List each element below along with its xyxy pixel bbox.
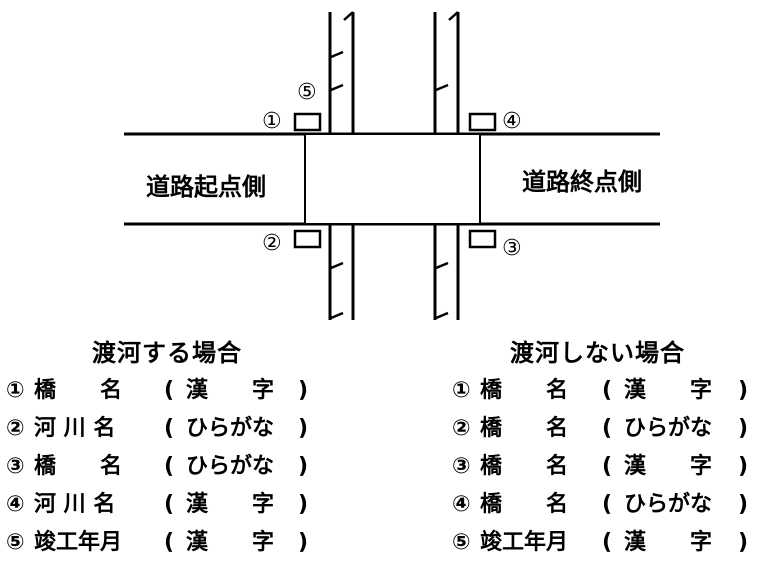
bridge-deck	[304, 133, 481, 225]
item-number: ①	[452, 378, 471, 403]
marker-5: ⑤	[297, 80, 317, 105]
legend-row: ③ 橋 名 ( 漢 字 )	[452, 448, 768, 486]
legend-row: ① 橋 名 ( 漢 字 )	[6, 372, 366, 410]
marker-1: ①	[262, 109, 282, 134]
flow-mark	[435, 83, 449, 92]
flow-mark	[435, 311, 449, 320]
item-label: 河 川 名	[34, 416, 116, 441]
item-label: 竣工年月	[480, 530, 569, 555]
item-value: 漢 字	[186, 530, 275, 555]
flow-mark	[330, 261, 344, 270]
item-value: 漢 字	[624, 530, 713, 555]
not-crossing-river-legend: 渡河しない場合 ① 橋 名 ( 漢 字 ) ② 橋 名 ( ひらがな ) ③ 橋…	[452, 334, 768, 562]
item-number: ⑤	[6, 530, 25, 555]
item-value: ひらがな	[186, 416, 275, 441]
paren-close: )	[298, 492, 309, 517]
item-label: 橋 名	[34, 454, 123, 479]
nameplate-4	[468, 112, 497, 132]
paren-open: (	[602, 416, 613, 441]
item-label: 橋 名	[34, 378, 123, 403]
item-label: 河 川 名	[34, 492, 116, 517]
paren-close: )	[738, 416, 749, 441]
item-value: 漢 字	[624, 378, 713, 403]
legend-row: ④ 橋 名 ( ひらがな )	[452, 486, 768, 524]
item-number: ④	[6, 492, 25, 517]
flow-mark	[448, 11, 459, 21]
paren-close: )	[298, 530, 309, 555]
item-number: ②	[6, 416, 25, 441]
nameplates	[293, 112, 497, 249]
road-end-label: 道路終点側	[522, 168, 642, 196]
paren-close: )	[298, 378, 309, 403]
legend-row: ⑤ 竣工年月 ( 漢 字 )	[6, 524, 366, 562]
item-value: 漢 字	[186, 378, 275, 403]
item-number: ③	[452, 454, 471, 479]
flow-mark	[330, 311, 344, 320]
legend-row: ① 橋 名 ( 漢 字 )	[452, 372, 768, 410]
river-banks	[328, 12, 460, 320]
item-number: ①	[6, 378, 25, 403]
paren-open: (	[164, 530, 175, 555]
paren-close: )	[738, 378, 749, 403]
paren-open: (	[602, 492, 613, 517]
crossing-river-title: 渡河する場合	[92, 339, 242, 367]
item-label: 橋 名	[480, 378, 569, 403]
item-value: 漢 字	[624, 454, 713, 479]
item-value: ひらがな	[186, 454, 275, 479]
marker-3: ③	[502, 236, 522, 261]
paren-close: )	[298, 454, 309, 479]
legend-row: ⑤ 竣工年月 ( 漢 字 )	[452, 524, 768, 562]
item-label: 竣工年月	[34, 530, 123, 555]
nameplate-2	[293, 229, 322, 249]
paren-open: (	[602, 378, 613, 403]
paren-open: (	[164, 378, 175, 403]
legend-row: ② 河 川 名 ( ひらがな )	[6, 410, 366, 448]
item-number: ③	[6, 454, 25, 479]
road-start-label: 道路起点側	[146, 173, 266, 201]
item-label: 橋 名	[480, 492, 569, 517]
flow-mark	[343, 11, 354, 21]
river-flow-marks	[330, 11, 459, 320]
paren-close: )	[738, 454, 749, 479]
not-crossing-river-title: 渡河しない場合	[510, 339, 685, 367]
item-value: 漢 字	[186, 492, 275, 517]
nameplate-3	[468, 229, 497, 249]
flow-mark	[435, 261, 449, 270]
item-value: ひらがな	[624, 492, 713, 517]
paren-close: )	[738, 492, 749, 517]
legend-row: ② 橋 名 ( ひらがな )	[452, 410, 768, 448]
bridge-diagram: ① ⑤ ④ ② ③ 道路起点側 道路終点側	[124, 11, 660, 320]
paren-close: )	[298, 416, 309, 441]
item-label: 橋 名	[480, 416, 569, 441]
paren-open: (	[164, 416, 175, 441]
paren-close: )	[738, 530, 749, 555]
paren-open: (	[164, 454, 175, 479]
item-value: ひらがな	[624, 416, 713, 441]
item-number: ④	[452, 492, 471, 517]
paren-open: (	[602, 454, 613, 479]
item-number: ⑤	[452, 530, 471, 555]
item-number: ②	[452, 416, 471, 441]
nameplate-1	[293, 112, 322, 132]
marker-2: ②	[262, 231, 282, 256]
crossing-river-legend: 渡河する場合 ① 橋 名 ( 漢 字 ) ② 河 川 名 ( ひらがな ) ③ …	[6, 334, 366, 562]
paren-open: (	[164, 492, 175, 517]
legend-row: ④ 河 川 名 ( 漢 字 )	[6, 486, 366, 524]
flow-mark	[330, 83, 344, 92]
flow-mark	[330, 50, 344, 59]
item-label: 橋 名	[480, 454, 569, 479]
legend-row: ③ 橋 名 ( ひらがな )	[6, 448, 366, 486]
paren-open: (	[602, 530, 613, 555]
marker-4: ④	[502, 109, 522, 134]
